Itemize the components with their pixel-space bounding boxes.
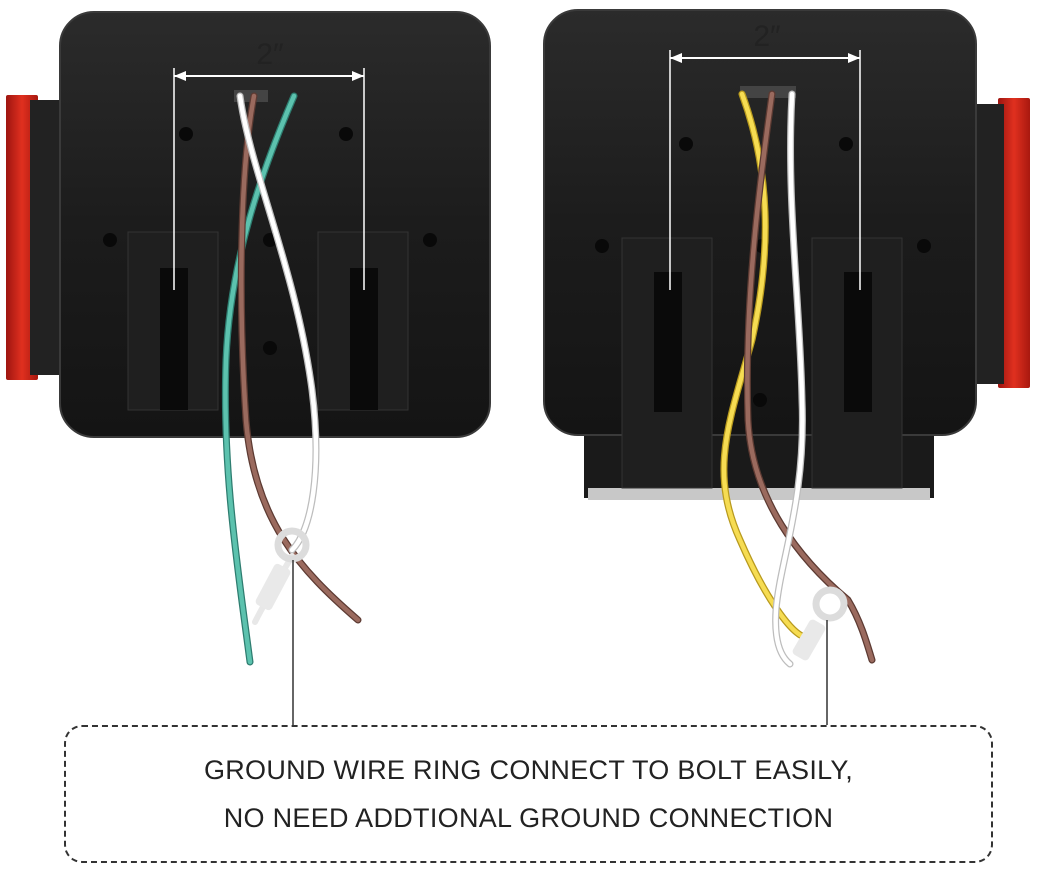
right-hole xyxy=(679,137,693,151)
right-hole xyxy=(839,137,853,151)
right-ground-ring-terminal xyxy=(792,586,848,661)
left-hole xyxy=(423,233,437,247)
left-mount-slot xyxy=(127,231,219,411)
right-hole xyxy=(595,239,609,253)
right-hole xyxy=(917,239,931,253)
left-mount-slot xyxy=(317,231,409,411)
left-dimension-marker xyxy=(173,68,365,290)
right-dimension-marker xyxy=(669,50,861,290)
left-tail-light: 2″ xyxy=(6,11,491,666)
left-hole xyxy=(263,341,277,355)
left-dimension-label: 2″ xyxy=(256,38,284,71)
right-housing xyxy=(544,10,976,435)
right-connector-block xyxy=(740,86,796,98)
callout-line-2: NO NEED ADDTIONAL GROUND CONNECTION xyxy=(223,803,834,833)
left-hole xyxy=(179,127,193,141)
left-wire-harness xyxy=(221,92,362,666)
right-hole xyxy=(753,393,767,407)
left-hole xyxy=(339,127,353,141)
right-mount-slot xyxy=(621,237,713,489)
ground-wire-callout: GROUND WIRE RING CONNECT TO BOLT EASILY,… xyxy=(64,725,993,863)
right-mount-slot xyxy=(811,237,903,489)
right-dimension-label: 2″ xyxy=(753,20,781,53)
right-red-lens xyxy=(998,98,1030,388)
right-tail-light: 2″ xyxy=(543,9,1030,668)
left-ground-ring-terminal xyxy=(255,527,310,611)
right-wire-harness xyxy=(720,90,876,668)
left-hole xyxy=(103,233,117,247)
callout-line-1: GROUND WIRE RING CONNECT TO BOLT EASILY, xyxy=(203,755,854,785)
